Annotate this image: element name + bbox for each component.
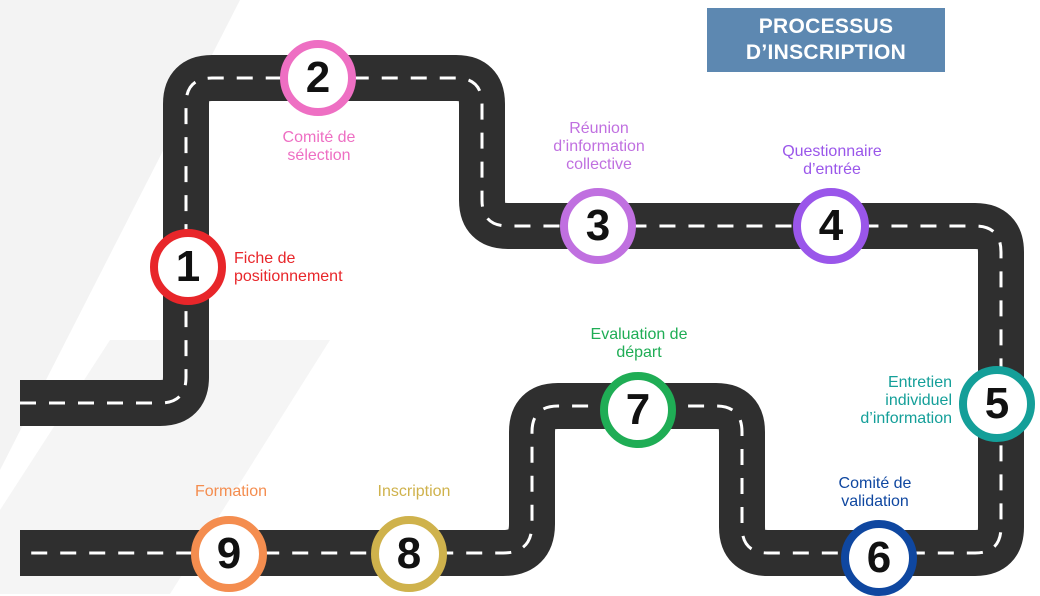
step-1-marker: 1 (150, 229, 226, 305)
step-4-label-line-1: Questionnaire (782, 143, 882, 160)
step-4-label: Questionnaire d’entrée (757, 143, 907, 179)
step-1-label-line-1: Fiche de (234, 250, 296, 267)
step-6-number: 6 (866, 533, 892, 582)
step-3-number: 3 (585, 201, 611, 250)
step-1-label: Fiche de positionnement (234, 250, 343, 286)
step-4-marker: 4 (793, 188, 869, 264)
step-3-marker: 3 (560, 188, 636, 264)
step-6-label-line-2: validation (841, 493, 909, 510)
step-1-number: 1 (175, 242, 201, 291)
step-4-label-line-2: d’entrée (803, 161, 861, 178)
step-5-number: 5 (984, 379, 1010, 428)
title-line-1: PROCESSUS (758, 15, 894, 38)
step-1-label-line-2: positionnement (234, 268, 343, 285)
step-8-marker: 8 (371, 516, 447, 592)
step-2-label-line-2: sélection (287, 147, 351, 164)
step-6-label-line-1: Comité de (838, 475, 912, 492)
step-3-label-line-3: collective (566, 156, 632, 173)
step-7-marker: 7 (600, 372, 676, 448)
step-3-label-line-2: d’information (553, 138, 645, 155)
step-6-label: Comité de validation (815, 475, 935, 511)
step-2-number: 2 (305, 53, 331, 102)
step-2-label: Comité de sélection (264, 129, 374, 165)
step-9-label-line-1: Formation (194, 483, 268, 500)
step-7-number: 7 (625, 385, 651, 434)
step-6-marker: 6 (841, 520, 917, 596)
page-title: PROCESSUS D’INSCRIPTION (707, 8, 945, 72)
step-3-label: Réunion d’information collective (544, 120, 654, 174)
step-9-number: 9 (216, 529, 242, 578)
step-5-label-line-2: individuel (885, 392, 952, 409)
step-7-label-line-2: départ (616, 344, 662, 361)
step-7-label-line-1: Evaluation de (590, 326, 688, 343)
step-8-label: Inscription (354, 483, 474, 501)
title-line-2: D’INSCRIPTION (745, 41, 907, 64)
step-7-label: Evaluation de départ (565, 326, 713, 362)
step-5-label-line-1: Entretien (887, 374, 952, 391)
step-4-number: 4 (818, 201, 844, 250)
step-9-label: Formation (171, 483, 291, 501)
step-3-label-line-1: Réunion (569, 120, 629, 137)
step-8-label-line-1: Inscription (377, 483, 451, 500)
step-9-marker: 9 (191, 516, 267, 592)
step-2-label-line-1: Comité de (282, 129, 356, 146)
step-5-marker: 5 (959, 366, 1035, 442)
step-8-number: 8 (396, 529, 422, 578)
step-2-marker: 2 (280, 40, 356, 116)
step-5-label-line-3: d’information (860, 410, 952, 427)
step-5-label: Entretien individuel d’information (845, 374, 952, 428)
